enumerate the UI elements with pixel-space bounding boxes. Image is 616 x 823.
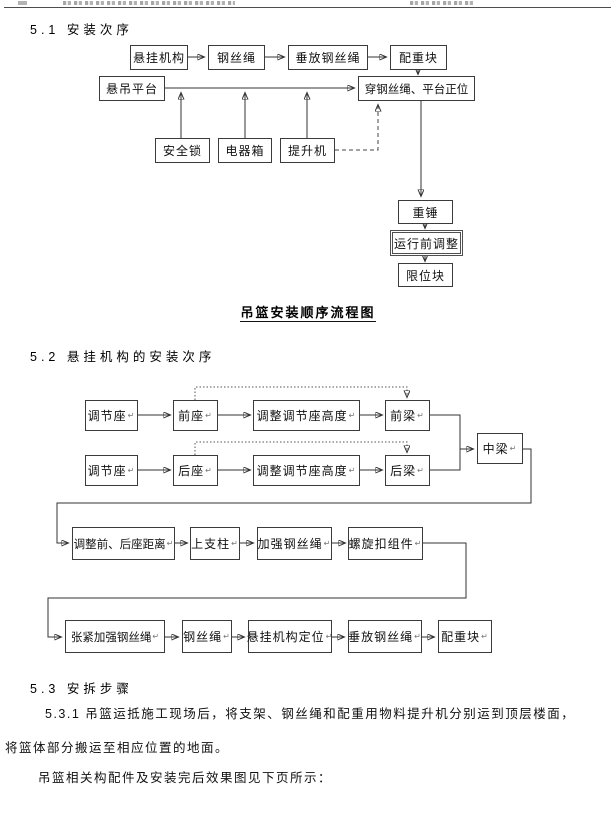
flow1-box-hoist: 提升机 bbox=[280, 138, 335, 163]
box-label: 张紧加强钢丝绳 bbox=[70, 631, 152, 644]
box-label: 后梁 bbox=[390, 464, 417, 478]
flow1-box-suspended-platform: 悬吊平台 bbox=[99, 76, 165, 101]
flow-arrow-dotted-front bbox=[194, 386, 407, 400]
box-label: 配重块 bbox=[441, 630, 481, 644]
pilcrow-mark: ↵ bbox=[231, 539, 239, 548]
pilcrow-mark: ↵ bbox=[166, 539, 174, 548]
flow2-box-adjuster-seat-rear: 调节座↵ bbox=[85, 455, 138, 486]
pilcrow-mark: ↵ bbox=[205, 411, 213, 420]
box-label: 中梁 bbox=[482, 442, 509, 456]
header-rule bbox=[4, 7, 611, 8]
flow2-box-middle-beam: 中梁↵ bbox=[477, 433, 523, 464]
flow-connector bbox=[430, 414, 461, 471]
pilcrow-mark: ↵ bbox=[414, 539, 423, 548]
flow2-box-turnbuckle-assembly: 螺旋扣组件↵ bbox=[348, 527, 423, 560]
flow1-box-limit-block: 限位块 bbox=[398, 263, 453, 287]
section-5-2-title: 5.2 悬挂机构的安装次序 bbox=[30, 350, 216, 364]
flow2-box-front-seat: 前座↵ bbox=[173, 400, 218, 431]
flow1-box-lower-wire-rope: 垂放钢丝绳 bbox=[288, 45, 368, 70]
pilcrow-mark: ↵ bbox=[509, 444, 518, 453]
flow-arrow-dashed-hoist bbox=[335, 105, 378, 151]
box-label: 调整前、后座距离 bbox=[73, 538, 166, 551]
pilcrow-mark: ↵ bbox=[414, 632, 422, 641]
flow2-box-lower-wire-rope: 垂放钢丝绳↵ bbox=[348, 620, 422, 653]
flow2-box-adjust-seat-height-front: 调整调节座高度↵ bbox=[253, 400, 360, 431]
flow1-box-wire-rope: 钢丝绳 bbox=[208, 45, 265, 70]
flow2-box-hanging-mechanism-positioning: 悬挂机构定位↵ bbox=[246, 620, 334, 653]
box-label: 加强钢丝绳 bbox=[257, 537, 323, 551]
pilcrow-mark: ↵ bbox=[205, 466, 213, 475]
section-5-1-title: 5.1 安装次序 bbox=[30, 23, 133, 37]
box-label: 螺旋扣组件 bbox=[348, 537, 414, 551]
flow2-box-wire-rope: 钢丝绳↵ bbox=[182, 620, 232, 653]
header-right-clipped-text bbox=[410, 1, 473, 5]
flow1-box-hanging-mechanism: 悬挂机构 bbox=[130, 45, 188, 70]
header-logo-fragment bbox=[18, 1, 27, 5]
pilcrow-mark: ↵ bbox=[481, 632, 489, 641]
flow1-box-electric-box: 电器箱 bbox=[218, 138, 272, 163]
pilcrow-mark: ↵ bbox=[323, 539, 332, 548]
paragraph-5-3-1-line2: 将篮体部分搬运至相应位置的地面。 bbox=[5, 741, 230, 755]
box-label: 上支柱 bbox=[191, 537, 231, 551]
flow2-box-adjust-seat-height-rear: 调整调节座高度↵ bbox=[253, 455, 360, 486]
section-5-3-title: 5.3 安拆步骤 bbox=[30, 682, 133, 696]
pilcrow-mark: ↵ bbox=[223, 632, 231, 641]
flow2-box-rear-beam: 后梁↵ bbox=[385, 455, 430, 486]
box-label: 调节座 bbox=[87, 409, 127, 423]
pilcrow-mark: ↵ bbox=[348, 466, 357, 475]
pilcrow-mark: ↵ bbox=[127, 466, 136, 475]
closing-line: 吊篮相关构配件及安装完后效果图见下页所示： bbox=[38, 771, 333, 785]
box-label: 前梁 bbox=[390, 409, 417, 423]
pilcrow-mark: ↵ bbox=[325, 632, 334, 641]
flow1-box-pre-run-adjustment: 运行前调整 bbox=[390, 230, 463, 256]
flow1-box-heavy-hammer: 重锤 bbox=[398, 200, 453, 224]
box-label: 调整调节座高度 bbox=[256, 409, 348, 423]
pilcrow-mark: ↵ bbox=[152, 632, 160, 641]
box-label: 钢丝绳 bbox=[183, 630, 223, 644]
flow2-box-tension-reinforced-rope: 张紧加强钢丝绳↵ bbox=[65, 620, 165, 653]
flow1-box-counterweight: 配重块 bbox=[390, 45, 447, 70]
flow-connector-arrow bbox=[56, 448, 532, 543]
flow2-box-reinforce-wire-rope: 加强钢丝绳↵ bbox=[257, 527, 332, 560]
header-left-clipped-text bbox=[63, 1, 235, 5]
flow-arrow-dotted-rear bbox=[194, 441, 407, 455]
box-label: 悬挂机构定位 bbox=[246, 630, 325, 644]
box-label: 垂放钢丝绳 bbox=[348, 630, 414, 644]
flow1-box-safety-lock: 安全锁 bbox=[155, 138, 210, 163]
flow2-box-upper-pillar: 上支柱↵ bbox=[190, 527, 240, 560]
flowchart1-caption: 吊篮安装顺序流程图 bbox=[240, 305, 376, 322]
pilcrow-mark: ↵ bbox=[417, 466, 425, 475]
box-label: 调节座 bbox=[87, 464, 127, 478]
flow2-box-adjuster-seat-front: 调节座↵ bbox=[85, 400, 138, 431]
pilcrow-mark: ↵ bbox=[348, 411, 357, 420]
box-label: 后座 bbox=[178, 464, 205, 478]
flow-connector-arrow bbox=[47, 542, 467, 637]
pilcrow-mark: ↵ bbox=[127, 411, 136, 420]
flow2-box-rear-seat: 后座↵ bbox=[173, 455, 218, 486]
flow1-box-thread-rope-platform-position: 穿钢丝绳、平台正位 bbox=[358, 76, 475, 101]
pilcrow-mark: ↵ bbox=[417, 411, 425, 420]
box-label: 前座 bbox=[178, 409, 205, 423]
flow2-box-counterweight: 配重块↵ bbox=[438, 620, 492, 653]
flow2-box-front-beam: 前梁↵ bbox=[385, 400, 430, 431]
paragraph-5-3-1-line1: 5.3.1 吊篮运抵施工现场后，将支架、钢丝绳和配重用物料提升机分别运到顶层楼面… bbox=[45, 707, 576, 721]
flowchart1-caption-row: 吊篮安装顺序流程图 bbox=[0, 302, 616, 322]
box-label: 调整调节座高度 bbox=[256, 464, 348, 478]
flow2-box-adjust-front-rear-distance: 调整前、后座距离↵ bbox=[72, 527, 175, 560]
